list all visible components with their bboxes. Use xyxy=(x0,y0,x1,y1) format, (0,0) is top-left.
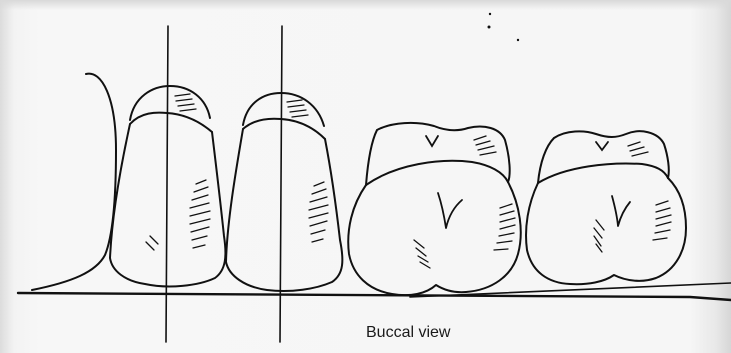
occlusal-line xyxy=(18,293,731,300)
speck xyxy=(489,13,491,15)
gingival-curve xyxy=(32,74,116,290)
premolar-1-hatch xyxy=(414,136,515,268)
occlusal-line-lower xyxy=(410,283,731,297)
tooth-1-hatch-body xyxy=(146,180,210,250)
premolar-2-ridge xyxy=(612,196,630,226)
premolar-1-ridge xyxy=(438,193,462,228)
tooth-canine-2 xyxy=(226,93,342,291)
tooth-2-hatch-crown xyxy=(287,100,308,117)
speck xyxy=(517,39,519,41)
tooth-1-hatch-crown xyxy=(175,94,196,111)
figure-caption: Buccal view xyxy=(366,324,506,342)
premolar-2-hatch xyxy=(594,142,671,252)
speck xyxy=(488,26,491,29)
premolar-2-cusp-mark xyxy=(596,142,608,150)
tooth-premolar-2 xyxy=(526,131,686,284)
tooth-premolar-1 xyxy=(348,123,521,295)
premolar-1-cusp-mark xyxy=(426,136,438,146)
tooth-2-hatch-body xyxy=(309,182,328,242)
